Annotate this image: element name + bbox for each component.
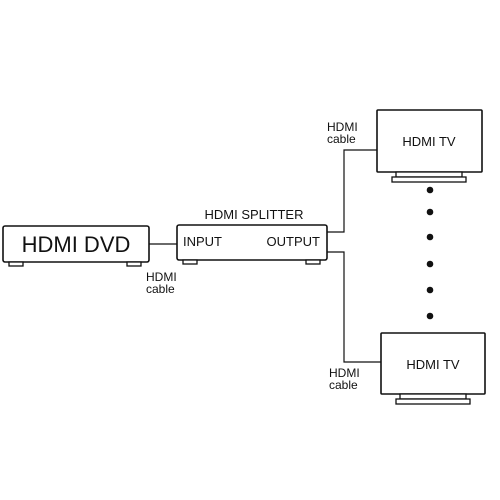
splitter-title: HDMI SPLITTER (205, 207, 304, 222)
top-tv-cable-label-line1: HDMI (327, 120, 358, 134)
cable-splitter-to-bottom-tv (327, 251, 381, 363)
dvd-cable-label-line2: cable (146, 282, 175, 296)
vertical-ellipsis-dots-icon (426, 186, 434, 320)
continuation-dot (426, 286, 434, 294)
splitter-output-label: OUTPUT (267, 234, 321, 249)
dvd-label: HDMI DVD (22, 232, 131, 257)
dvd-player: HDMI DVD (2, 225, 150, 267)
bottom-tv-cable-label-line1: HDMI (329, 366, 360, 380)
continuation-dot (426, 233, 434, 241)
cable-splitter-to-top-tv (327, 149, 377, 233)
top-tv-cable-label-line2: cable (327, 132, 356, 146)
dvd-cable-label-line1: HDMI (146, 270, 177, 284)
bottom-tv-cable-label-line2: cable (329, 378, 358, 392)
tv-bottom: HDMI TV (380, 332, 486, 405)
continuation-dot (426, 208, 434, 216)
continuation-dot (426, 312, 434, 320)
splitter-input-label: INPUT (183, 234, 222, 249)
tv-bottom-label: HDMI TV (406, 357, 460, 372)
hdmi-splitter: HDMI SPLITTER INPUT OUTPUT (176, 207, 328, 265)
continuation-dot (426, 260, 434, 268)
tv-top-label: HDMI TV (402, 134, 456, 149)
continuation-dot (426, 186, 434, 194)
tv-top: HDMI TV (376, 109, 483, 183)
